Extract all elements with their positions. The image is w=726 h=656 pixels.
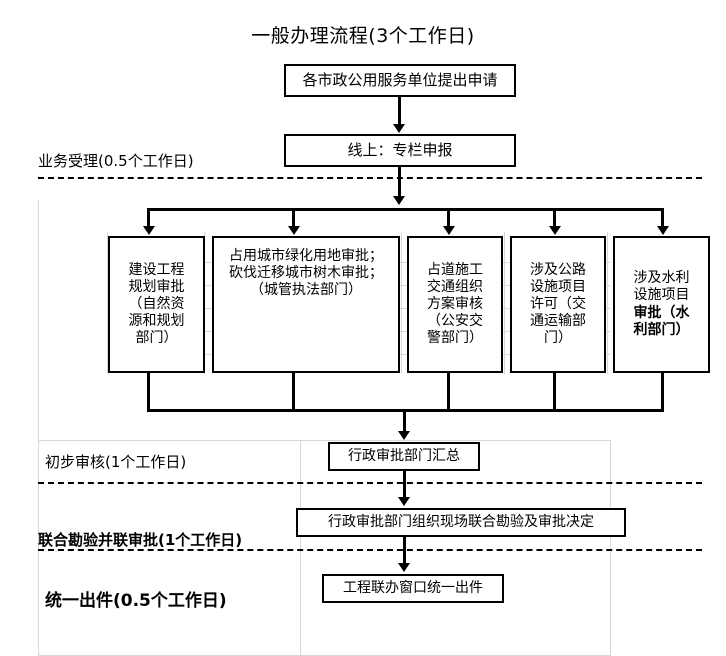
merge-line	[553, 373, 556, 409]
branch-line	[661, 208, 664, 228]
arrow-head-icon	[288, 226, 300, 235]
parallel-box-line: 部门）	[135, 330, 178, 347]
grid-line-vertical	[38, 200, 39, 656]
parallel-box-line: 方案审核	[427, 295, 483, 312]
parallel-box-line: 警部门）	[427, 330, 483, 347]
step-box-unified-window-output[interactable]: 工程联办窗口统一出件	[322, 574, 504, 603]
connector-line	[403, 537, 406, 565]
parallel-box-line: 许可（交	[530, 295, 586, 312]
parallel-box-label: 占用城市绿化用地审批；砍伐迁移城市树木审批；（城管执法部门）	[216, 240, 396, 299]
step-box-online[interactable]: 线上：专栏申报	[284, 134, 516, 167]
parallel-box-line: （城管执法部门）	[250, 282, 362, 299]
chart-title: 一般办理流程(3个工作日)	[251, 25, 475, 47]
parallel-box-line: 砍伐迁移城市树木审批；	[229, 265, 383, 282]
parallel-box-line: 建设工程	[128, 261, 185, 278]
merge-line	[661, 373, 664, 409]
parallel-box-line: （公安交	[427, 313, 483, 330]
merge-line	[447, 373, 450, 409]
step-label: 各市政公用服务单位提出申请	[302, 71, 498, 90]
branch-line	[447, 208, 450, 228]
connector-line	[398, 97, 401, 125]
merge-line	[292, 373, 295, 409]
step-box-admin-summary[interactable]: 行政审批部门汇总	[328, 442, 480, 471]
parallel-box-label: 涉及公路设施项目许可（交通运输部门）	[514, 262, 602, 347]
merge-line	[147, 373, 150, 409]
stage-divider	[38, 549, 702, 551]
parallel-box-line: （自然资	[128, 295, 185, 312]
grid-line-vertical	[107, 232, 108, 374]
parallel-box-line: 通运输部	[530, 313, 586, 330]
arrow-head-icon	[549, 226, 561, 235]
parallel-box-label: 涉及水利设施项目审批（水利部门）	[617, 270, 706, 338]
arrow-head-icon	[398, 563, 410, 572]
parallel-box-planning-approval[interactable]: 建设工程规划审批（自然资源和规划部门）	[108, 236, 205, 373]
step-label: 行政审批部门组织现场联合勘验及审批决定	[328, 513, 594, 530]
grid-line-vertical	[610, 440, 611, 656]
stage-label-unified-issuance: 统一出件(0.5个工作日)	[45, 591, 227, 611]
grid-line-vertical	[504, 232, 505, 374]
parallel-box-road-occupation-traffic[interactable]: 占道施工交通组织方案审核（公安交警部门）	[407, 236, 503, 373]
step-label: 行政审批部门汇总	[348, 447, 460, 464]
connector-line	[398, 167, 401, 199]
branch-line	[292, 208, 295, 228]
parallel-box-label: 占道施工交通组织方案审核（公安交警部门）	[411, 262, 499, 347]
parallel-box-line: 占用城市绿化用地审批；	[229, 248, 383, 264]
parallel-box-line: 利部门）	[633, 321, 690, 338]
grid-line-horizontal	[38, 440, 611, 441]
arrow-head-icon	[443, 226, 455, 235]
arrow-head-icon	[143, 226, 155, 235]
arrow-head-icon	[393, 124, 405, 133]
arrow-head-icon	[393, 196, 405, 205]
connector-line	[403, 409, 406, 433]
step-label: 线上：专栏申报	[347, 141, 453, 160]
step-box-apply[interactable]: 各市政公用服务单位提出申请	[284, 64, 516, 97]
parallel-box-line: 涉及水利	[633, 270, 690, 287]
stage-label-joint-survey: 联合勘验并联审批(1个工作日)	[38, 531, 243, 549]
parallel-box-line: 规划审批	[128, 278, 185, 295]
grid-line-vertical	[607, 232, 608, 374]
parallel-box-label: 建设工程规划审批（自然资源和规划部门）	[112, 262, 201, 347]
parallel-box-line: 设施项目	[530, 278, 586, 295]
distribution-bar	[147, 208, 664, 211]
branch-line	[147, 208, 150, 228]
stage-label-preliminary-review: 初步审核(1个工作日)	[45, 453, 187, 471]
stage-label-acceptance: 业务受理(0.5个工作日)	[38, 152, 194, 170]
parallel-box-line: 设施项目	[633, 287, 690, 304]
parallel-box-line: 涉及公路	[530, 261, 586, 278]
parallel-box-line: 占道施工	[427, 261, 483, 278]
parallel-box-greening-land-approval[interactable]: 占用城市绿化用地审批；砍伐迁移城市树木审批；（城管执法部门）	[212, 236, 400, 373]
parallel-box-line: 门）	[544, 330, 572, 347]
parallel-box-water-facility-approval[interactable]: 涉及水利设施项目审批（水利部门）	[613, 236, 710, 373]
branch-line	[553, 208, 556, 228]
step-label: 工程联办窗口统一出件	[343, 579, 483, 596]
stage-divider	[38, 482, 702, 484]
arrow-head-icon	[398, 431, 410, 440]
arrow-head-icon	[657, 226, 669, 235]
parallel-box-line: 审批（水	[633, 304, 690, 321]
parallel-box-line: 源和规划	[128, 313, 185, 330]
parallel-box-line: 交通组织	[427, 278, 483, 295]
step-box-joint-survey-decision[interactable]: 行政审批部门组织现场联合勘验及审批决定	[296, 508, 626, 537]
grid-line-vertical	[300, 440, 301, 656]
arrow-head-icon	[398, 497, 410, 506]
parallel-box-highway-facility-permit[interactable]: 涉及公路设施项目许可（交通运输部门）	[510, 236, 606, 373]
stage-divider	[38, 177, 702, 179]
connector-line	[403, 471, 406, 499]
grid-line-vertical	[401, 232, 402, 374]
